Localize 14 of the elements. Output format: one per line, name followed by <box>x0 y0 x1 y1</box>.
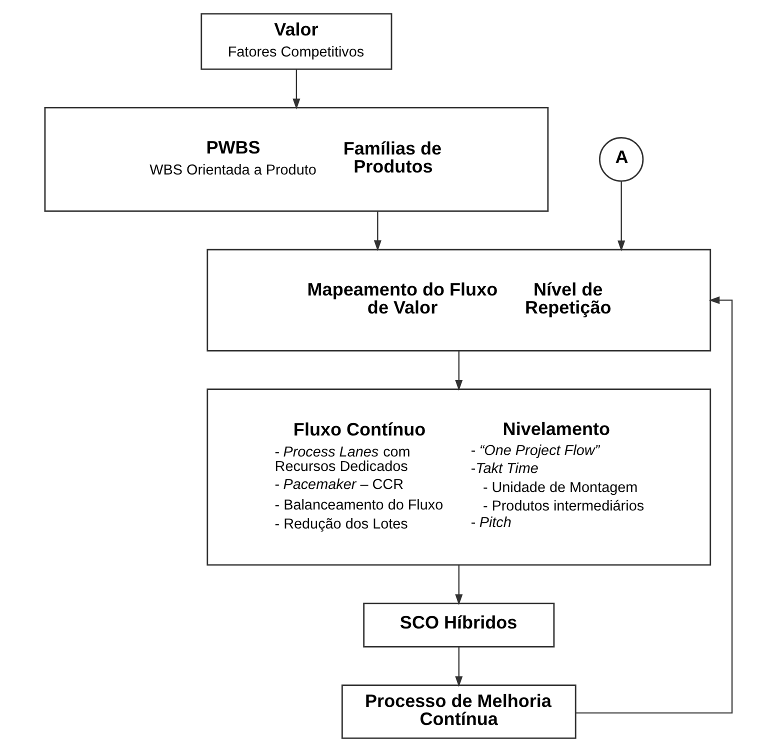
arrow <box>617 180 625 251</box>
arrow <box>373 210 381 251</box>
node-box: Valor Fatores Competitivos <box>200 12 392 70</box>
arrow <box>454 350 462 390</box>
node-box: Mapeamento do Fluxo de Valor Nível de Repetição <box>206 248 711 351</box>
node-box: PWBS WBS Orientada a Produto Famílias de Produtos <box>44 106 548 212</box>
arrow <box>292 68 300 109</box>
arrow <box>454 646 462 687</box>
node-circle: A <box>598 136 644 182</box>
node-box: Fluxo Contínuo - Process Lanes com Recursos Dedicados - Pacemaker – CCR - Balanceamento do Fluxo - Redução dos Lotes Nivelamento - “One Project Flow” -Takt Time - Unidade de Montagem - Produtos intermediários - Pitch <box>206 388 711 566</box>
arrow <box>575 296 732 714</box>
node-box: Processo de Melhoria Contínua <box>340 684 576 738</box>
node-box: SCO Híbridos <box>362 602 554 647</box>
arrow <box>454 564 462 605</box>
